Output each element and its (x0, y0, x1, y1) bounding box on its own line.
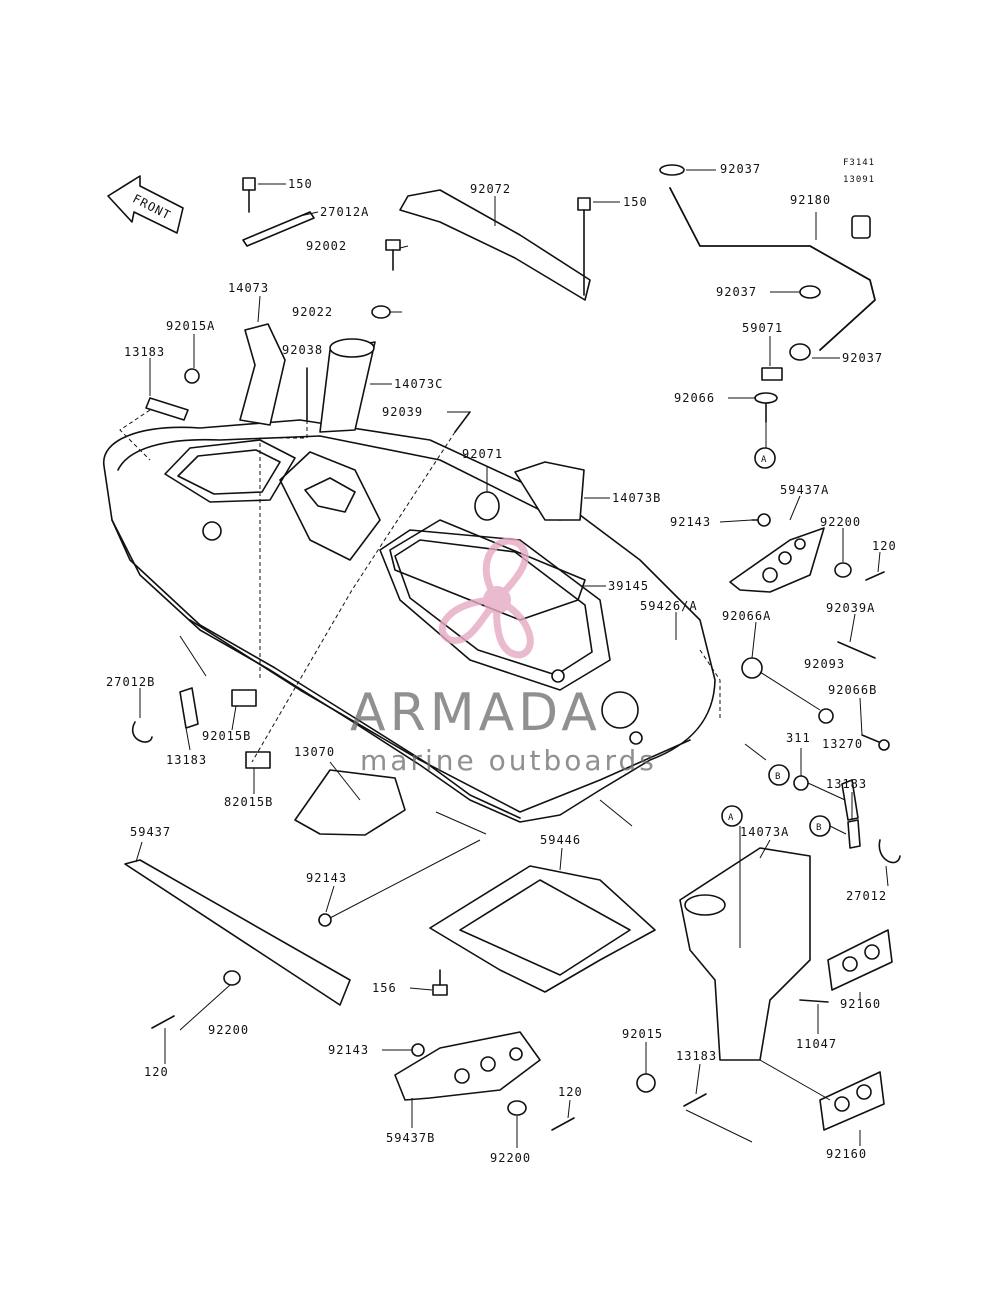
part-label: 92038 (282, 343, 323, 357)
part-label: 92037 (720, 162, 761, 176)
part-label: 92066B (828, 683, 877, 697)
callout-a: A (754, 447, 776, 469)
part-label: 92039 (382, 405, 423, 419)
part-label: 120 (558, 1085, 583, 1099)
part-label: 13183 (826, 777, 867, 791)
part-label: 59426/A (640, 599, 698, 613)
part-label: 82015B (224, 795, 273, 809)
part-label: 59437 (130, 825, 171, 839)
part-label: 311 (786, 731, 811, 745)
part-label: 13183 (166, 753, 207, 767)
part-label: 13091 (843, 175, 875, 185)
part-label: 92071 (462, 447, 503, 461)
svg-text:A: A (728, 813, 734, 823)
part-label: 27012A (320, 205, 369, 219)
watermark-brand: ARMADA (350, 683, 601, 743)
part-label: 92200 (208, 1023, 249, 1037)
part-label: 92160 (826, 1147, 867, 1161)
part-label: 39145 (608, 579, 649, 593)
front-arrow-icon: FRONT (107, 175, 184, 234)
part-label: 92180 (790, 193, 831, 207)
part-label: 92037 (716, 285, 757, 299)
part-label: 92066A (722, 609, 771, 623)
svg-text:A: A (761, 455, 767, 465)
part-label: 14073B (612, 491, 661, 505)
part-label: 59071 (742, 321, 783, 335)
part-label: 150 (288, 177, 313, 191)
part-label: 92037 (842, 351, 883, 365)
callout-b-lower: B (809, 815, 831, 837)
part-label: 92015 (622, 1027, 663, 1041)
svg-text:B: B (775, 772, 781, 782)
watermark-logo-icon (438, 537, 534, 659)
part-label: 92072 (470, 182, 511, 196)
part-label: 14073A (740, 825, 789, 839)
part-label: 92022 (292, 305, 333, 319)
leader-lines (119, 169, 889, 1148)
svg-text:B: B (816, 823, 822, 833)
part-label: 150 (623, 195, 648, 209)
diagram-code: F3141 (843, 158, 875, 168)
part-labels: F3141 150 27012A 92002 92022 14073 92038… (106, 158, 897, 1165)
callout-b: B (768, 764, 790, 786)
part-label: 13183 (124, 345, 165, 359)
part-label: 59437A (780, 483, 829, 497)
part-label: 92143 (670, 515, 711, 529)
part-label: 92039A (826, 601, 875, 615)
part-label: 27012B (106, 675, 155, 689)
part-label: 92143 (328, 1043, 369, 1057)
part-label: 120 (872, 539, 897, 553)
part-label: 92200 (490, 1151, 531, 1165)
part-shapes (124, 164, 901, 1131)
part-label: 92015B (202, 729, 251, 743)
part-label: 59446 (540, 833, 581, 847)
part-label: 59437B (386, 1131, 435, 1145)
part-label: 27012 (846, 889, 887, 903)
part-label: 13183 (676, 1049, 717, 1063)
watermark-tagline: marine outboards (360, 744, 657, 777)
part-label: 92200 (820, 515, 861, 529)
part-label: 14073C (394, 377, 443, 391)
callout-a-lower: A (721, 805, 743, 827)
part-label: 92160 (840, 997, 881, 1011)
part-label: 92066 (674, 391, 715, 405)
part-label: 92002 (306, 239, 347, 253)
part-label: 11047 (796, 1037, 837, 1051)
part-label: 120 (144, 1065, 169, 1079)
part-label: 156 (372, 981, 397, 995)
part-label: 92143 (306, 871, 347, 885)
part-label: 92093 (804, 657, 845, 671)
part-label: 92015A (166, 319, 215, 333)
part-label: 13070 (294, 745, 335, 759)
part-label: 13270 (822, 737, 863, 751)
part-label: 14073 (228, 281, 269, 295)
